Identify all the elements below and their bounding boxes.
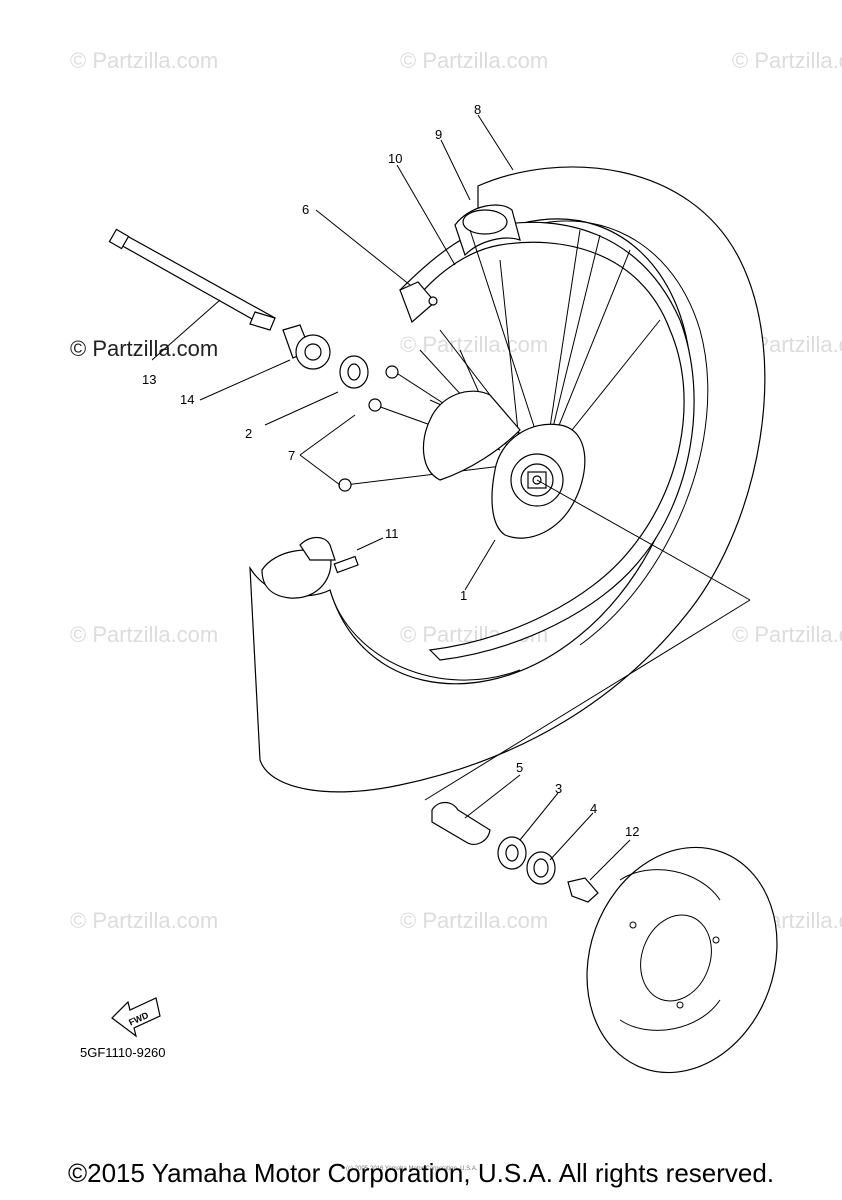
callout-9: 9 bbox=[435, 127, 442, 142]
callout-6: 6 bbox=[302, 202, 309, 217]
spokes bbox=[344, 229, 661, 486]
leader-lines bbox=[151, 114, 631, 881]
tire bbox=[249, 166, 766, 793]
diagram-code: 5GF1110-9260 bbox=[80, 1045, 166, 1060]
bearing-left bbox=[339, 355, 369, 389]
watermark: © Partzilla.com bbox=[732, 622, 842, 647]
callout-7: 7 bbox=[288, 448, 295, 463]
callout-2: 2 bbox=[245, 426, 252, 441]
bearing-right bbox=[497, 836, 527, 870]
callout-4: 4 bbox=[590, 801, 597, 816]
watermark: © Partzilla.com bbox=[400, 908, 548, 933]
callouts: 8 9 10 6 13 14 2 7 1 11 5 3 4 12 bbox=[142, 102, 639, 839]
brake-disc bbox=[586, 846, 778, 1074]
callout-3: 3 bbox=[555, 781, 562, 796]
collar bbox=[431, 801, 491, 845]
hub bbox=[422, 390, 586, 539]
watermark: © Partzilla.com bbox=[400, 332, 548, 357]
fwd-arrow-icon: FWD bbox=[111, 997, 161, 1038]
watermark: © Partzilla.com bbox=[70, 622, 218, 647]
callout-14: 14 bbox=[180, 392, 194, 407]
rim bbox=[399, 221, 695, 661]
spoke-nipples bbox=[338, 365, 399, 492]
watermark-dark: © Partzilla.com bbox=[70, 336, 218, 361]
callout-1: 1 bbox=[460, 588, 467, 603]
tube-valve bbox=[261, 536, 359, 599]
watermark: © Partzilla.com bbox=[400, 48, 548, 73]
callout-8: 8 bbox=[474, 102, 481, 117]
watermark: © Partzilla.com bbox=[70, 48, 218, 73]
axle bbox=[108, 228, 276, 331]
rim-strip bbox=[454, 204, 521, 257]
callout-10: 10 bbox=[388, 151, 402, 166]
brake-disc-bolt bbox=[567, 877, 599, 903]
watermark: © Partzilla.com bbox=[70, 908, 218, 933]
callout-11: 11 bbox=[385, 526, 399, 541]
oil-seal bbox=[526, 851, 556, 885]
callout-13: 13 bbox=[142, 372, 156, 387]
speedo-gear bbox=[282, 324, 331, 370]
watermark: © Partzilla.com bbox=[732, 48, 842, 73]
callout-5: 5 bbox=[516, 760, 523, 775]
callout-12: 12 bbox=[625, 824, 639, 839]
copyright-footer: ©2015 Yamaha Motor Corporation, U.S.A. A… bbox=[67, 1158, 775, 1188]
small-copyright: (c) 2005-2016 Yamaha Motor Corporation, … bbox=[346, 1166, 478, 1172]
